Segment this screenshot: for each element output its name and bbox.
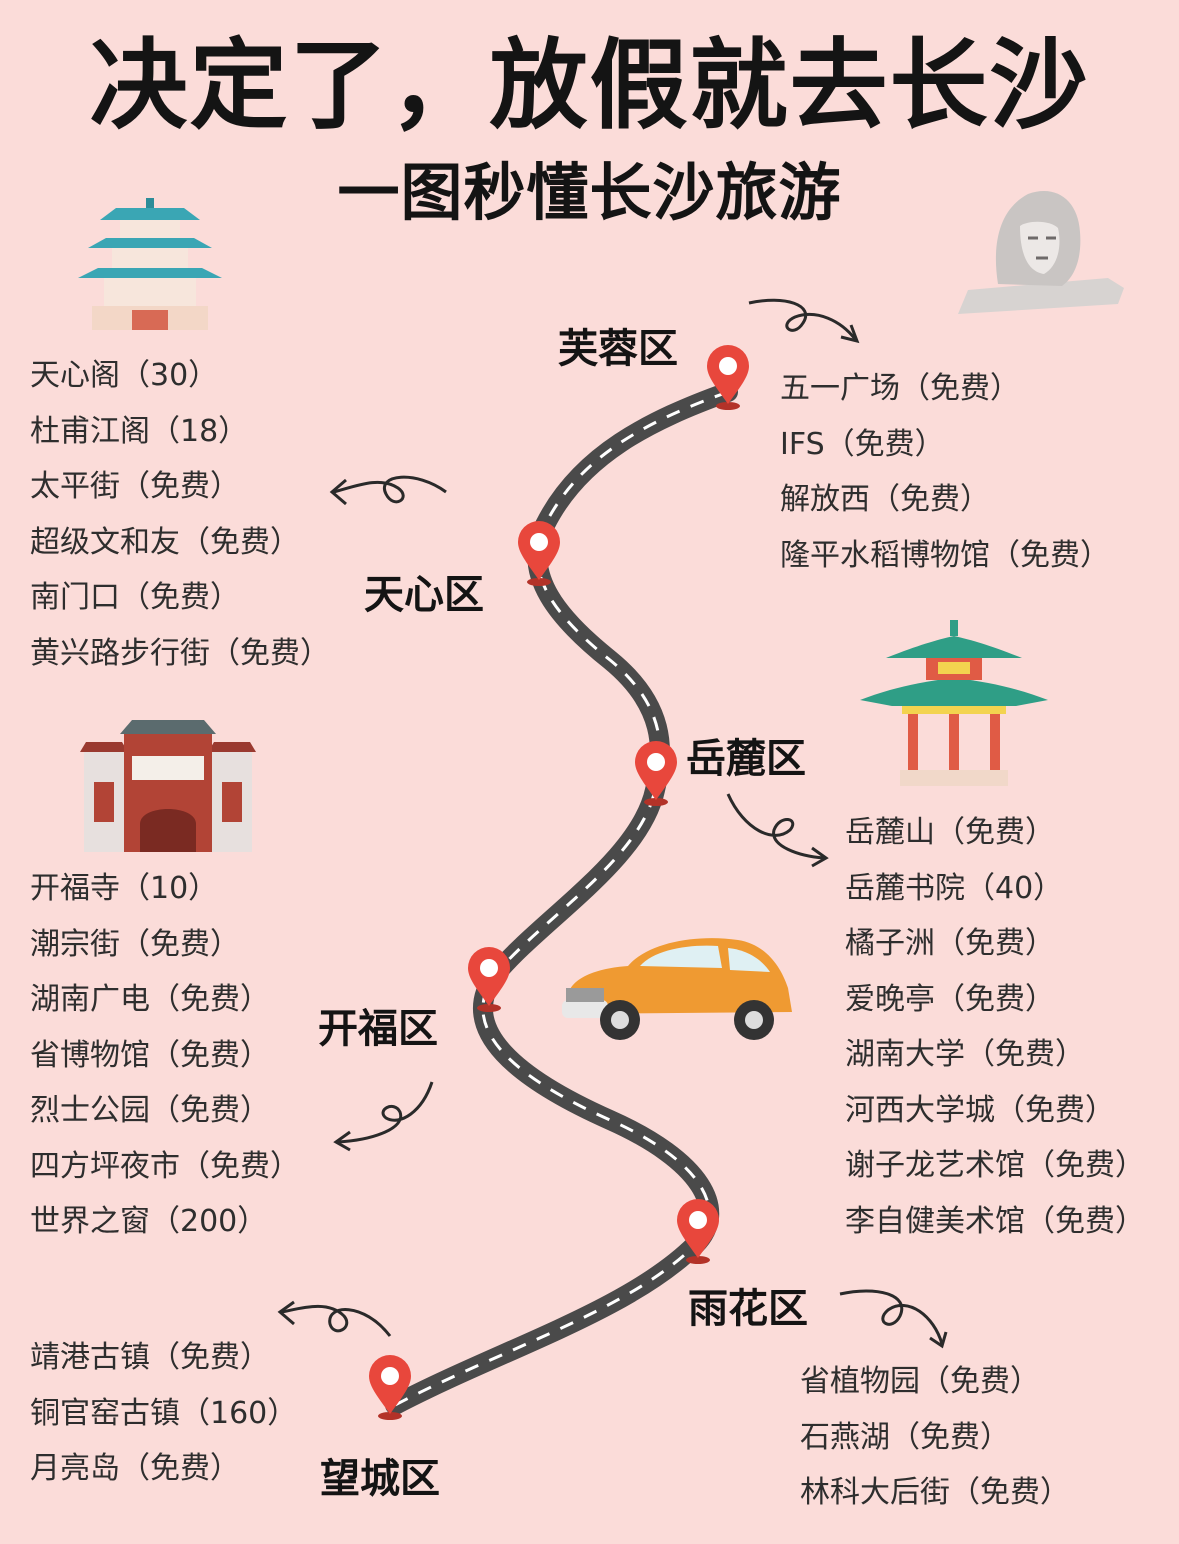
spot-list-furong: 五一广场（免费） IFS（免费） 解放西（免费） 隆平水稻博物馆（免费） (780, 361, 1110, 583)
curly-arrow-icon (726, 793, 829, 868)
spot-item: 天心阁（30） (30, 358, 219, 393)
spot-item: 开福寺（10） (30, 871, 219, 906)
curly-arrow-icon (277, 1300, 392, 1337)
spot-item: 岳麓书院（40） (845, 870, 1064, 906)
vintage-car-icon (562, 938, 792, 1040)
spot-item: 世界之窗（200） (30, 1204, 268, 1239)
spot-item: 石燕湖（免费） (800, 1419, 1010, 1455)
spot-item: 爱晚亭（免费） (845, 981, 1055, 1017)
pavilion-icon (78, 198, 222, 330)
spot-item: 岳麓山（免费） (845, 815, 1055, 850)
spot-list-yuhua: 省植物园（免费） 石燕湖（免费） 林科大后街（免费） (800, 1354, 1070, 1521)
spot-item: 杜甫江阁（18） (30, 413, 249, 449)
spot-item: 林科大后街（免费） (800, 1475, 1070, 1510)
spot-item: 太平街（免费） (30, 469, 240, 504)
spot-list-tianxin: 天心阁（30） 杜甫江阁（18） 太平街（免费） 超级文和友（免费） 南门口（免费） 黄兴… (30, 348, 330, 681)
district-label-yuhua: 雨花区 (688, 1286, 808, 1332)
curly-arrow-icon (333, 1081, 434, 1152)
spot-item: IFS（免费） (780, 426, 945, 462)
spot-item: 河西大学城（免费） (845, 1092, 1115, 1128)
spot-item: 潮宗街（免费） (30, 926, 240, 962)
spot-item: 省植物园（免费） (800, 1364, 1040, 1399)
district-label-wangcheng: 望城区 (320, 1456, 440, 1502)
spot-item: 月亮岛（免费） (30, 1451, 240, 1486)
spot-list-wangcheng: 靖港古镇（免费） 铜官窑古镇（160） 月亮岛（免费） (30, 1330, 297, 1497)
spot-item: 湖南大学（免费） (845, 1037, 1085, 1072)
location-pin-icon (369, 1355, 411, 1420)
poster-subtitle: 一图秒懂长沙旅游 (337, 156, 842, 229)
location-pin-icon (677, 1199, 719, 1264)
pavilion-icon (860, 620, 1048, 786)
spot-item: 烈士公园（免费） (30, 1093, 270, 1128)
spot-item: 李自健美术馆（免费） (845, 1203, 1145, 1239)
location-pin-icon (635, 741, 677, 806)
district-label-furong: 芙蓉区 (558, 326, 678, 372)
spot-list-kaifu: 开福寺（10） 潮宗街（免费） 湖南广电（免费） 省博物馆（免费） 烈士公园（免费） 四方… (30, 861, 300, 1250)
spot-item: 黄兴路步行街（免费） (30, 635, 330, 671)
bust-statue-icon (958, 191, 1124, 314)
spot-item: 省博物馆（免费） (30, 1037, 270, 1073)
spot-item: 靖港古镇（免费） (30, 1340, 270, 1375)
district-label-kaifu: 开福区 (318, 1006, 438, 1052)
curly-arrow-icon (839, 1289, 948, 1349)
spot-item: 解放西（免费） (780, 482, 990, 517)
spot-item: 五一广场（免费） (780, 371, 1020, 406)
poster-title: 决定了，放假就去长沙 (89, 28, 1090, 143)
curly-arrow-icon (748, 298, 860, 344)
spot-item: 隆平水稻博物馆（免费） (780, 537, 1110, 573)
spot-item: 四方坪夜市（免费） (30, 1148, 300, 1184)
spot-item: 湖南广电（免费） (30, 982, 270, 1017)
location-pin-icon (707, 345, 749, 410)
spot-item: 橘子洲（免费） (845, 926, 1055, 961)
district-label-yuelu: 岳麓区 (686, 736, 806, 782)
location-pin-icon (518, 521, 560, 586)
spot-item: 南门口（免费） (30, 580, 240, 615)
spot-item: 谢子龙艺术馆（免费） (845, 1148, 1145, 1183)
location-pin-icon (468, 947, 510, 1012)
spot-item: 铜官窑古镇（160） (30, 1395, 298, 1431)
spot-list-yuelu: 岳麓山（免费） 岳麓书院（40） 橘子洲（免费） 爱晚亭（免费） 湖南大学（免费） 河西大… (845, 805, 1145, 1249)
district-label-tianxin: 天心区 (364, 572, 484, 618)
temple-gate-icon (80, 720, 256, 852)
spot-item: 超级文和友（免费） (30, 524, 300, 560)
curly-arrow-icon (329, 475, 447, 506)
